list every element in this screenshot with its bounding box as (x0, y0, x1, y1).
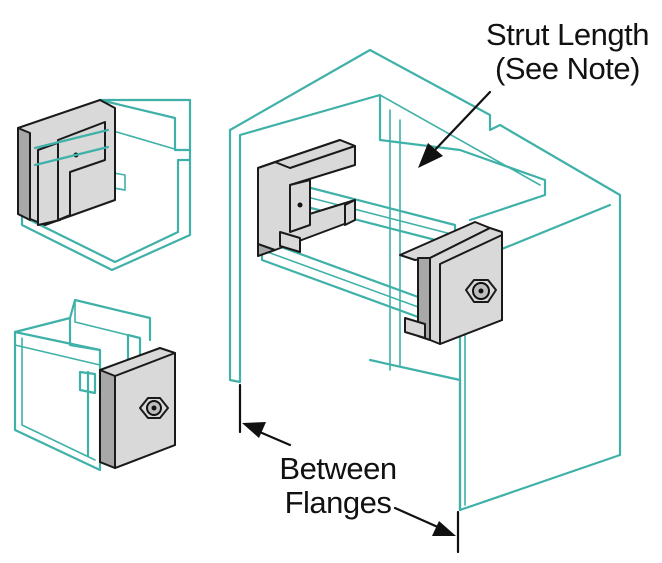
strut-length-line1: Strut Length (486, 17, 649, 52)
detail-top-left (17, 98, 192, 272)
bolt-icon (139, 397, 169, 419)
bolt-icon (465, 279, 497, 303)
between-line2: Flanges (284, 485, 392, 520)
right-end-fitting (399, 221, 503, 345)
strut-length-line2: (See Note) (495, 51, 640, 86)
detail-bottom-left (13, 298, 176, 472)
strut-length-label: Strut Length (See Note) (480, 18, 655, 86)
between-flanges-dimension (238, 383, 460, 554)
between-flanges-label: Between Flanges (268, 452, 408, 520)
strut-length-leader (418, 90, 492, 168)
main-assembly (228, 48, 622, 512)
left-end-fitting (257, 139, 356, 257)
between-line1: Between (279, 451, 397, 486)
